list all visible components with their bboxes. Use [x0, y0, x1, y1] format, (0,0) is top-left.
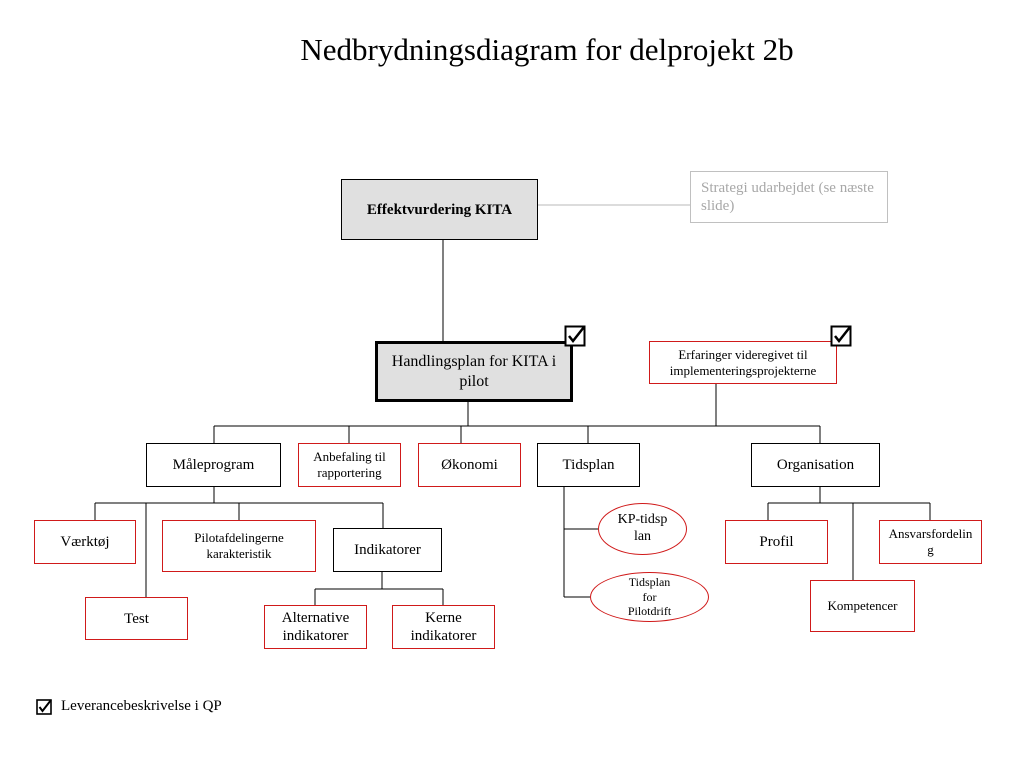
node-label: Erfaringer videregivet til implementerin… [669, 346, 817, 378]
node-label: Tidsplan [562, 457, 615, 473]
node-label: Test [124, 610, 149, 627]
node-tidsplan-pilotdrift: Tidsplan for Pilotdrift [590, 572, 709, 622]
node-label: Strategi udarbejdet (se næste slide) [701, 180, 874, 214]
node-label: Effektvurdering KITA [366, 201, 513, 218]
node-label: Pilotafdelingerne karakteristik [194, 530, 284, 561]
node-label: Tidsplan for Pilotdrift [627, 575, 672, 619]
node-label: Kerne indikatorer [410, 610, 477, 644]
node-tidsplan: Tidsplan [537, 443, 640, 487]
checkbox-checked-icon [36, 698, 52, 715]
node-vaerktoj: Værktøj [34, 520, 136, 564]
node-label: Alternative indikatorer [281, 610, 350, 644]
node-anbefaling: Anbefaling til rapportering [298, 443, 401, 487]
node-strategy-note: Strategi udarbejdet (se næste slide) [690, 171, 888, 223]
node-label: Måleprogram [172, 457, 255, 473]
node-erfaringer: Erfaringer videregivet til implementerin… [649, 341, 837, 384]
checkbox-checked-icon [830, 325, 852, 347]
node-handlingsplan: Handlingsplan for KITA i pilot [375, 341, 573, 402]
node-alternative-indikatorer: Alternative indikatorer [264, 605, 367, 649]
node-test: Test [85, 597, 188, 640]
node-effektvurdering-kita: Effektvurdering KITA [341, 179, 538, 240]
node-label: Økonomi [441, 457, 498, 473]
node-indikatorer: Indikatorer [333, 528, 442, 572]
node-okonomi: Økonomi [418, 443, 521, 487]
node-label: Anbefaling til rapportering [313, 449, 386, 480]
node-profil: Profil [725, 520, 828, 564]
node-label: KP-tidsplan [617, 512, 668, 544]
node-maaleprogram: Måleprogram [146, 443, 281, 487]
node-pilotafdelingerne: Pilotafdelingerne karakteristik [162, 520, 316, 572]
node-label: Profil [759, 534, 794, 550]
node-label: Organisation [776, 457, 855, 473]
page-title: Nedbrydningsdiagram for delprojekt 2b [300, 32, 794, 67]
node-label: Handlingsplan for KITA i pilot [391, 353, 557, 390]
checkbox-checked-icon [564, 325, 586, 347]
node-label: Kompetencer [827, 598, 898, 614]
node-organisation: Organisation [751, 443, 880, 487]
legend: Leverancebeskrivelse i QP [36, 698, 222, 715]
node-kp-tidsplan: KP-tidsplan [598, 503, 687, 555]
legend-label: Leverancebeskrivelse i QP [61, 698, 222, 714]
node-kompetencer: Kompetencer [810, 580, 915, 632]
node-label: Indikatorer [354, 542, 421, 558]
node-label: Værktøj [60, 534, 110, 550]
node-label: Ansvarsfordeling [888, 526, 973, 557]
node-ansvarsfordeling: Ansvarsfordeling [879, 520, 982, 564]
node-kerne-indikatorer: Kerne indikatorer [392, 605, 495, 649]
